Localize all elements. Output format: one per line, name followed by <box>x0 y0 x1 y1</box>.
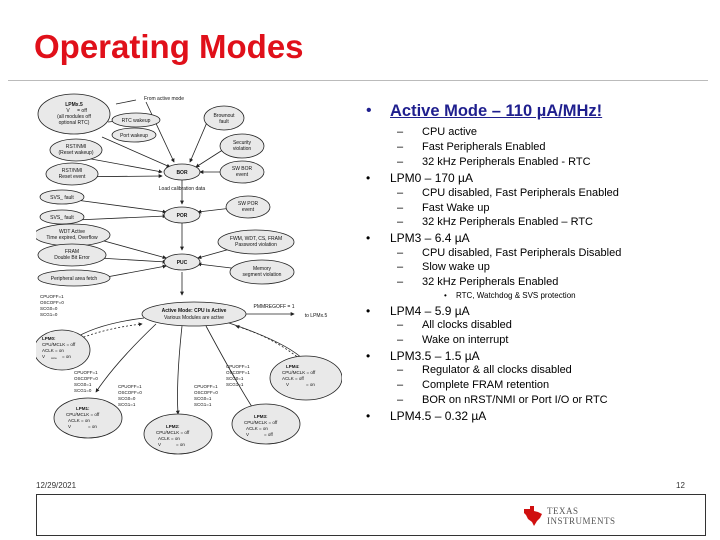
svg-text:SW POR: SW POR <box>238 201 259 207</box>
svg-text:SCG0=1: SCG0=1 <box>226 376 244 381</box>
svg-text:V: V <box>246 432 249 437</box>
svg-text:Reset event: Reset event <box>59 174 86 180</box>
svg-text:fault: fault <box>219 119 229 125</box>
svg-text:CPUOFF=1: CPUOFF=1 <box>118 384 142 389</box>
svg-text:Peripheral area fetch: Peripheral area fetch <box>51 276 98 282</box>
slide-date: 12/29/2021 <box>36 481 77 490</box>
svg-text:V: V <box>66 108 70 114</box>
svg-text:event: event <box>236 172 249 178</box>
svg-text:SCG0=1: SCG0=1 <box>74 382 92 387</box>
svg-text:Brownout: Brownout <box>213 113 235 119</box>
svg-text:SCG1=0: SCG1=0 <box>74 388 92 393</box>
logo-text-instruments: INSTRUMENTS <box>547 516 616 526</box>
svg-text:V: V <box>42 354 45 359</box>
svg-text:PMMREGOFF = 1: PMMREGOFF = 1 <box>254 304 295 310</box>
page-number: 12 <box>676 481 685 490</box>
svg-text:V: V <box>158 442 161 447</box>
svg-text:CPU/MCLK = off: CPU/MCLK = off <box>244 420 278 425</box>
svg-text:RST/NMI: RST/NMI <box>62 168 83 174</box>
svg-text:V: V <box>68 424 71 429</box>
svg-text:FRAM: FRAM <box>65 249 79 255</box>
bor-label: BOR <box>176 170 188 176</box>
svg-text:LPM2:: LPM2: <box>166 424 180 429</box>
svg-text:Memory: Memory <box>253 266 272 272</box>
active-mode-label: Active Mode: CPU is Active <box>162 308 227 314</box>
svg-text:SCG0=0: SCG0=0 <box>118 396 136 401</box>
svg-text:ACLK = off: ACLK = off <box>282 376 305 381</box>
svg-text:OSCOFF=0: OSCOFF=0 <box>194 390 218 395</box>
svg-text:OSCOFF=0: OSCOFF=0 <box>40 300 64 305</box>
svg-text:SCG1=1: SCG1=1 <box>118 402 136 407</box>
svg-text:SVS_ fault: SVS_ fault <box>50 215 74 221</box>
logo-text-texas: TEXAS <box>547 506 579 516</box>
footer-bar <box>36 494 706 536</box>
svg-text:core: core <box>51 356 57 360</box>
svg-text:Time expired, Overflow: Time expired, Overflow <box>46 235 98 241</box>
from-active-label: From active mode <box>144 96 184 102</box>
svg-text:= on: = on <box>306 382 315 387</box>
svg-text:Security: Security <box>233 140 252 146</box>
lpmx5-label: LPMx.5 <box>65 102 83 108</box>
svg-text:Double Bit Error: Double Bit Error <box>54 255 90 261</box>
svg-text:CPU/MCLK = off: CPU/MCLK = off <box>282 370 316 375</box>
svg-text:OSCOFF=1: OSCOFF=1 <box>226 370 250 375</box>
svg-text:ACLK = on: ACLK = on <box>68 418 90 423</box>
svg-text:OSCOFF=0: OSCOFF=0 <box>74 376 98 381</box>
por-label: POR <box>177 213 188 219</box>
svg-text:Various Modules are active: Various Modules are active <box>164 315 224 321</box>
svg-text:Password violation: Password violation <box>235 242 277 248</box>
svg-text:CPUOFF=1: CPUOFF=1 <box>40 294 64 299</box>
operating-modes-diagram: LPMx.5 V = off (all modules off optional… <box>36 93 342 455</box>
svg-text:= on: = on <box>176 442 185 447</box>
svg-text:SCG0=1: SCG0=1 <box>194 396 212 401</box>
svg-text:ACLK = on: ACLK = on <box>158 436 180 441</box>
svg-text:SCG1=0: SCG1=0 <box>40 312 58 317</box>
svg-text:(Reset wakeup): (Reset wakeup) <box>58 150 93 156</box>
puc-label: PUC <box>177 260 188 266</box>
slide-title: Operating Modes <box>34 28 304 65</box>
svg-text:OSCOFF=0: OSCOFF=0 <box>118 390 142 395</box>
svg-text:SCG1=1: SCG1=1 <box>226 382 244 387</box>
svg-text:ACLK = on: ACLK = on <box>42 348 64 353</box>
svg-text:segment violation: segment violation <box>243 272 282 278</box>
svg-text:CPU/MCLK = off: CPU/MCLK = off <box>42 342 76 347</box>
svg-text:violation: violation <box>233 146 252 152</box>
svg-text:CPUOFF=1: CPUOFF=1 <box>226 364 250 369</box>
svg-text:ACLK = on: ACLK = on <box>246 426 268 431</box>
svg-text:CPU/MCLK = off: CPU/MCLK = off <box>156 430 190 435</box>
texas-state-icon <box>524 506 542 526</box>
svg-text:SVS_ fault: SVS_ fault <box>50 195 74 201</box>
svg-text:LPM0:: LPM0: <box>42 336 56 341</box>
svg-text:WDT Active: WDT Active <box>59 229 85 235</box>
svg-text:SCG0=0: SCG0=0 <box>40 306 58 311</box>
svg-text:optional RTC): optional RTC) <box>59 120 90 126</box>
svg-text:event: event <box>242 207 255 213</box>
title-divider <box>8 80 708 81</box>
svg-text:FWM, WDT, CS, FRAM: FWM, WDT, CS, FRAM <box>230 236 282 242</box>
svg-text:LPM4:: LPM4: <box>286 364 300 369</box>
svg-text:= on: = on <box>62 354 71 359</box>
svg-text:RST/NMI: RST/NMI <box>66 144 87 150</box>
svg-text:= off: = off <box>77 108 87 114</box>
svg-text:Load calibration data: Load calibration data <box>159 186 206 192</box>
svg-text:RTC wakeup: RTC wakeup <box>122 118 151 124</box>
svg-text:LPM1:: LPM1: <box>76 406 90 411</box>
svg-text:CPUOFF=1: CPUOFF=1 <box>74 370 98 375</box>
svg-text:CPUOFF=1: CPUOFF=1 <box>194 384 218 389</box>
svg-text:Port wakeup: Port wakeup <box>120 133 148 139</box>
svg-text:SW BOR: SW BOR <box>232 166 253 172</box>
svg-text:to LPMx.5: to LPMx.5 <box>305 313 328 319</box>
svg-text:(all modules off: (all modules off <box>57 114 91 120</box>
svg-text:= off: = off <box>264 432 274 437</box>
svg-text:LPM3:: LPM3: <box>254 414 268 419</box>
svg-text:SCG1=1: SCG1=1 <box>194 402 212 407</box>
svg-text:CPU/MCLK = off: CPU/MCLK = off <box>66 412 100 417</box>
svg-text:V: V <box>286 382 289 387</box>
svg-text:= on: = on <box>88 424 97 429</box>
